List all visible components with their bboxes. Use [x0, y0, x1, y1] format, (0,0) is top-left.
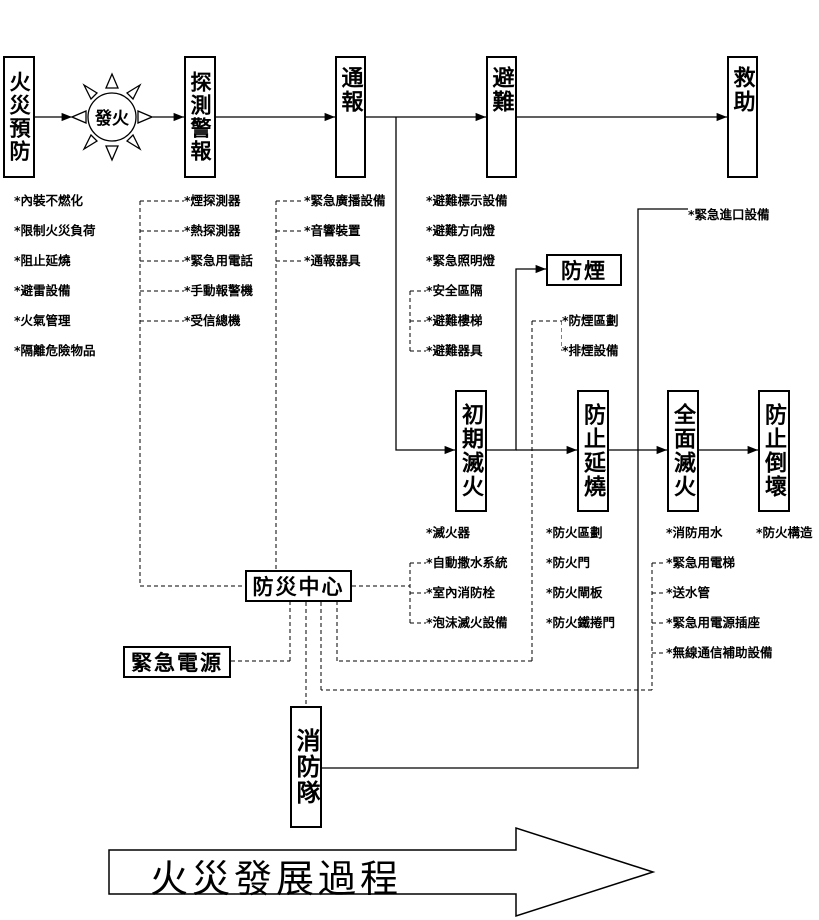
- prevention-items-list: *內裝不燃化 *限制火災負荷 *阻止延燒 *避雷設備 *火氣管理 *隔離危險物品: [14, 186, 96, 366]
- stage-full-extinguishing: 全面滅火: [667, 390, 699, 512]
- stage-notification: 通報: [335, 56, 366, 178]
- list-item: *手動報警機: [184, 276, 254, 306]
- arrow-notification-to-initial: [395, 117, 455, 455]
- fire-symbol-label: 發火: [94, 108, 130, 129]
- fire-ignition-icon: 發火: [72, 72, 152, 162]
- list-item: *避難樓梯: [426, 306, 508, 336]
- list-item: *阻止延燒: [14, 246, 96, 276]
- smoke-items-list: *防煙區劃 *排煙設備: [562, 306, 619, 366]
- fire-brigade: 消防隊: [290, 706, 322, 828]
- list-item: *熱探測器: [184, 216, 254, 246]
- list-item: *緊急照明燈: [426, 246, 508, 276]
- list-item: *防火區劃: [546, 518, 616, 548]
- list-item: *內裝不燃化: [14, 186, 96, 216]
- stage-evacuation: 避難: [486, 56, 517, 178]
- list-item: *送水管: [666, 578, 773, 608]
- list-item: *音響裝置: [304, 216, 386, 246]
- list-item: *通報器具: [304, 246, 386, 276]
- list-item: *自動撒水系統: [426, 548, 508, 578]
- list-item: *防煙區劃: [562, 306, 619, 336]
- list-item: *安全區隔: [426, 276, 508, 306]
- stage-prevent-spread: 防止延燒: [577, 390, 609, 512]
- list-item: *消防用水: [666, 518, 773, 548]
- list-item: *防火門: [546, 548, 616, 578]
- arrow-initial-to-smoke: [487, 264, 546, 451]
- list-item: *避難方向燈: [426, 216, 508, 246]
- detection-items-list: *煙探測器 *熱探測器 *緊急用電話 *手動報警機 *受信總機: [184, 186, 254, 336]
- initial-extinguish-items-list: *滅火器 *自動撒水系統 *室內消防栓 *泡沫滅火設備: [426, 518, 508, 638]
- list-item: *火氣管理: [14, 306, 96, 336]
- list-item: *煙探測器: [184, 186, 254, 216]
- stage-smoke-control: 防煙: [546, 254, 622, 286]
- fire-development-process-label: 火災發展過程: [150, 857, 403, 901]
- list-item: *緊急用電梯: [666, 548, 773, 578]
- emergency-power-source: 緊急電源: [123, 646, 231, 678]
- list-item: *防火鐵捲門: [546, 608, 616, 638]
- list-item: *防火構造: [756, 518, 813, 548]
- list-item: *受信總機: [184, 306, 254, 336]
- stage-prevent-collapse: 防止倒壞: [758, 390, 790, 512]
- prevent-spread-items-list: *防火區劃 *防火門 *防火閘板 *防火鐵捲門: [546, 518, 616, 638]
- list-item: *緊急廣播設備: [304, 186, 386, 216]
- prevent-collapse-items-list: *防火構造: [756, 518, 813, 548]
- process-direction-arrow: [108, 826, 656, 918]
- evacuation-items-list: *避難標示設備 *避難方向燈 *緊急照明燈 *安全區隔 *避難樓梯 *避難器具: [426, 186, 508, 366]
- full-extinguish-items-list: *消防用水 *緊急用電梯 *送水管 *緊急用電源插座 *無線通信補助設備: [666, 518, 773, 668]
- line-brigade-to-rescue: [322, 208, 688, 769]
- stage-rescue: 救助: [727, 56, 758, 178]
- list-item: *室內消防栓: [426, 578, 508, 608]
- list-item: *避雷設備: [14, 276, 96, 306]
- list-item: *避難標示設備: [426, 186, 508, 216]
- stage-detection-alarm: 探測警報: [184, 56, 216, 178]
- list-item: *緊急用電話: [184, 246, 254, 276]
- list-item: *避難器具: [426, 336, 508, 366]
- list-item: *無線通信補助設備: [666, 638, 773, 668]
- stage-fire-prevention: 火災預防: [3, 56, 35, 178]
- list-item: *隔離危險物品: [14, 336, 96, 366]
- notification-items-list: *緊急廣播設備 *音響裝置 *通報器具: [304, 186, 386, 276]
- list-item: *防火閘板: [546, 578, 616, 608]
- list-item: *排煙設備: [562, 336, 619, 366]
- list-item: *限制火災負荷: [14, 216, 96, 246]
- list-item: *緊急進口設備: [688, 200, 770, 230]
- disaster-prevention-center: 防災中心: [245, 570, 352, 602]
- list-item: *滅火器: [426, 518, 508, 548]
- stage-initial-extinguishing: 初期滅火: [455, 390, 487, 512]
- rescue-items-list: *緊急進口設備: [688, 200, 770, 230]
- list-item: *緊急用電源插座: [666, 608, 773, 638]
- list-item: *泡沫滅火設備: [426, 608, 508, 638]
